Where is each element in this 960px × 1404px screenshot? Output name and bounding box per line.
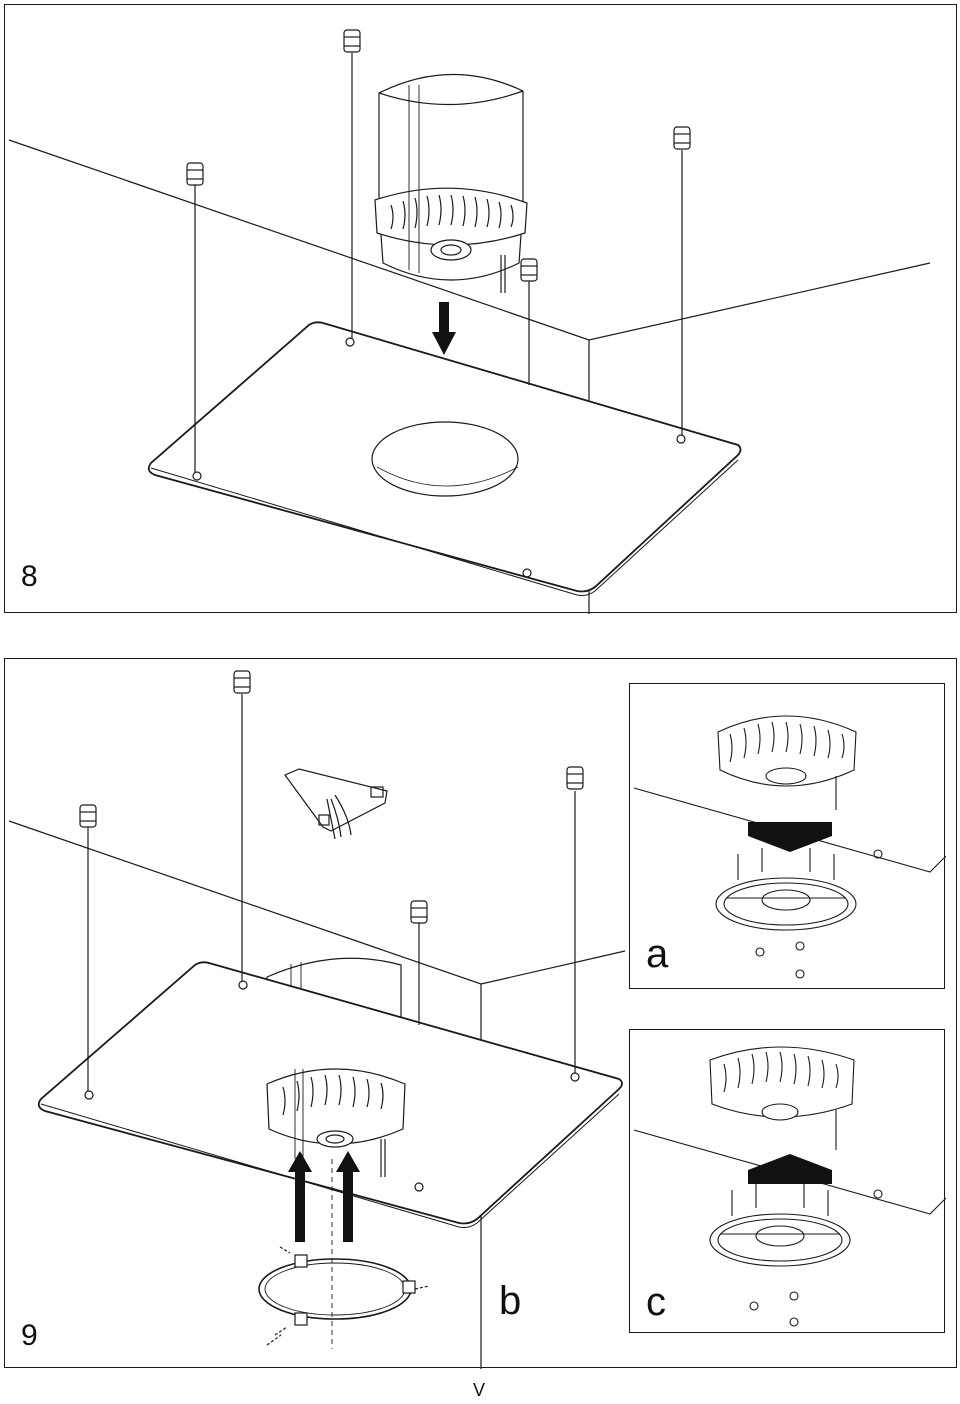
wiring-bracket [284,768,388,840]
inset-label-a: a [646,932,669,976]
inset-c-panel: c [629,1029,946,1333]
ceiling-anchor [566,766,584,790]
ceiling-anchor [410,900,428,924]
figure-9-panel: a [4,658,957,1369]
ceiling-anchor [233,670,251,694]
ceiling-anchor [673,126,691,150]
fixing-ring [258,1246,430,1346]
inset-label-c: c [646,1280,666,1324]
figure-9-illustration [8,670,626,1369]
figure-number: 9 [21,1319,38,1352]
ceiling-anchor [520,258,538,282]
down-arrow [748,822,832,852]
motor-cylinder [374,73,528,293]
page-label: V [473,1380,486,1400]
figure-8-illustration [8,29,931,614]
down-arrow [432,302,456,355]
figure-number: 8 [21,560,38,593]
callout-label-b: b [499,1279,522,1323]
louvered-ring [266,1068,406,1177]
inset-c-illustration [633,1046,946,1327]
ceiling-line [8,820,626,985]
figure-8-panel: 8 [4,4,957,614]
up-arrow [336,1151,360,1242]
ceiling-anchor [79,804,97,828]
ceiling-anchor [343,29,361,53]
ceiling-anchor [186,162,204,186]
inset-a-panel: a [629,683,946,989]
up-arrow [288,1151,312,1242]
round-opening [371,421,519,497]
inset-a-illustration [633,715,946,979]
up-arrow [748,1154,832,1184]
